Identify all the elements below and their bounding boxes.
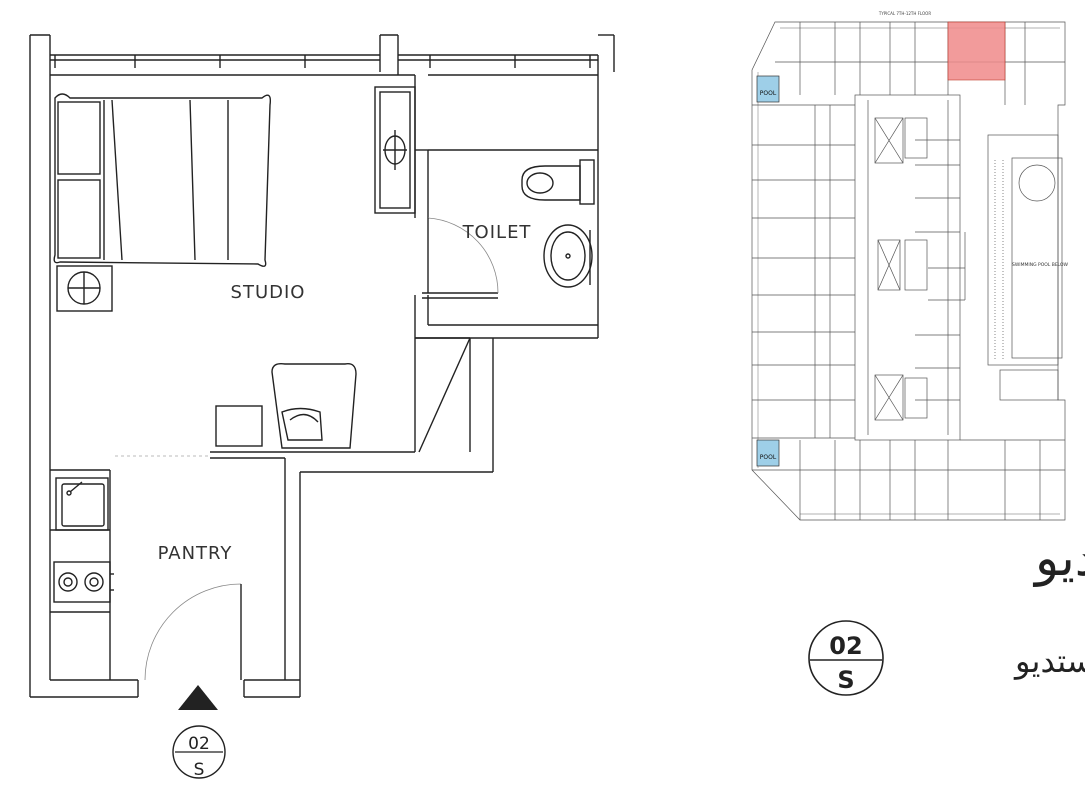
- side-table: [215, 405, 263, 447]
- pool-deck-label: SWIMMING POOL BELOW: [1012, 262, 1069, 268]
- entry-arrow-icon: [178, 685, 218, 710]
- exterior-walls: [29, 34, 615, 698]
- wardrobe: [374, 86, 416, 214]
- entrance-door[interactable]: [144, 583, 242, 681]
- toilet-label: TOILET: [462, 222, 532, 243]
- studio-label: STUDIO: [231, 282, 306, 303]
- svg-text:POOL: POOL: [760, 90, 777, 97]
- pantry-label: PANTRY: [158, 543, 233, 564]
- key-plan-unit-badge: 02 S: [808, 620, 884, 696]
- kitchen-counter: [50, 469, 114, 680]
- highlighted-unit[interactable]: [947, 21, 1006, 81]
- bedside-table: [56, 265, 113, 312]
- unit-plan: [29, 34, 615, 698]
- svg-text:POOL: POOL: [760, 454, 777, 461]
- key-plan-floor-title: TYPICAL 7TH-12TH FLOOR: [878, 11, 931, 16]
- key-plan-badge-bottom: S: [837, 666, 854, 694]
- pool-top: POOL: [756, 75, 780, 103]
- pool-bottom: POOL: [756, 439, 780, 467]
- toilet-fixtures: [521, 159, 595, 288]
- key-plan-title-arabic: استديو: [1032, 529, 1085, 587]
- unit-badge-top: 02: [188, 734, 210, 754]
- unit-name-arabic: استديو: [1013, 642, 1085, 680]
- armchair: [271, 362, 357, 449]
- unit-badge: 02 S: [172, 725, 226, 780]
- bed: [53, 93, 272, 267]
- key-plan: TYPICAL 7TH-12TH FLOOR: [751, 11, 1069, 521]
- key-plan-badge-top: 02: [829, 632, 862, 660]
- toilet-door[interactable]: [427, 217, 499, 294]
- unit-badge-bottom: S: [194, 760, 205, 780]
- service-shaft: [415, 337, 471, 453]
- balcony-railing: [50, 54, 598, 68]
